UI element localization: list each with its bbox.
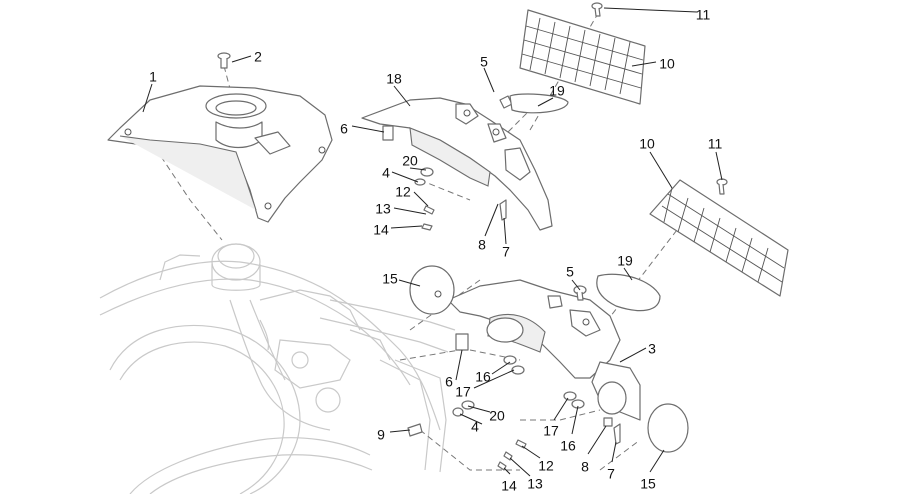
callout-c1a: 1 (149, 69, 157, 85)
callout-c2a: 2 (254, 49, 262, 65)
leader-lines (142, 7, 723, 477)
callout-c5a: 5 (480, 54, 488, 70)
callout-c19b: 19 (617, 253, 633, 269)
callout-c13b: 13 (527, 476, 543, 492)
part-10-plate-right (649, 179, 789, 297)
part-11-screw-top (591, 2, 603, 17)
callout-c19a: 19 (549, 83, 565, 99)
part-2-screw (217, 52, 231, 69)
part-19-reflector-lower (596, 273, 661, 312)
callout-c6b: 6 (445, 374, 453, 390)
part-10-plate-top (519, 9, 646, 105)
part-1-inner-shield (107, 85, 333, 223)
callout-c12a: 12 (395, 184, 411, 200)
part-15-reflector-disc-right (647, 403, 689, 453)
callout-c16a: 16 (475, 369, 491, 385)
callout-c4a: 4 (382, 165, 390, 181)
part-3-plate-holder-lower (447, 279, 641, 421)
callout-c8b: 8 (581, 459, 589, 475)
callout-c4b: 4 (471, 419, 479, 435)
callout-c15a: 15 (382, 271, 398, 287)
part-15-reflector-disc-left (409, 265, 455, 315)
hardware-upper (382, 93, 569, 231)
part-11-screw-right (716, 178, 728, 195)
scooter-frame (99, 243, 456, 494)
callout-c20a: 20 (402, 153, 418, 169)
hardware-lower (407, 333, 621, 471)
callout-c10b: 10 (639, 136, 655, 152)
callout-c10a: 10 (659, 56, 675, 72)
callout-c11b: 11 (708, 136, 723, 152)
callout-c17b: 17 (543, 423, 559, 439)
part-18-plate-holder-upper (361, 97, 553, 231)
callout-c13a: 13 (375, 201, 391, 217)
callout-c7b: 7 (607, 466, 615, 482)
callout-c16b: 16 (560, 438, 576, 454)
callout-c18: 18 (386, 71, 402, 87)
callout-c12b: 12 (538, 458, 554, 474)
callout-c3: 3 (648, 341, 656, 357)
callout-c8a: 8 (478, 237, 486, 253)
callout-c5b: 5 (566, 264, 574, 280)
callout-c20b: 20 (489, 408, 505, 424)
callout-c14a: 14 (373, 222, 389, 238)
callout-c9: 9 (377, 427, 385, 443)
callout-c6a: 6 (340, 121, 348, 137)
callout-c17a: 17 (455, 384, 471, 400)
callout-c7a: 7 (502, 244, 510, 260)
callout-c14b: 14 (501, 478, 517, 494)
callout-c15b: 15 (640, 476, 656, 492)
callout-c11a: 11 (696, 7, 711, 23)
